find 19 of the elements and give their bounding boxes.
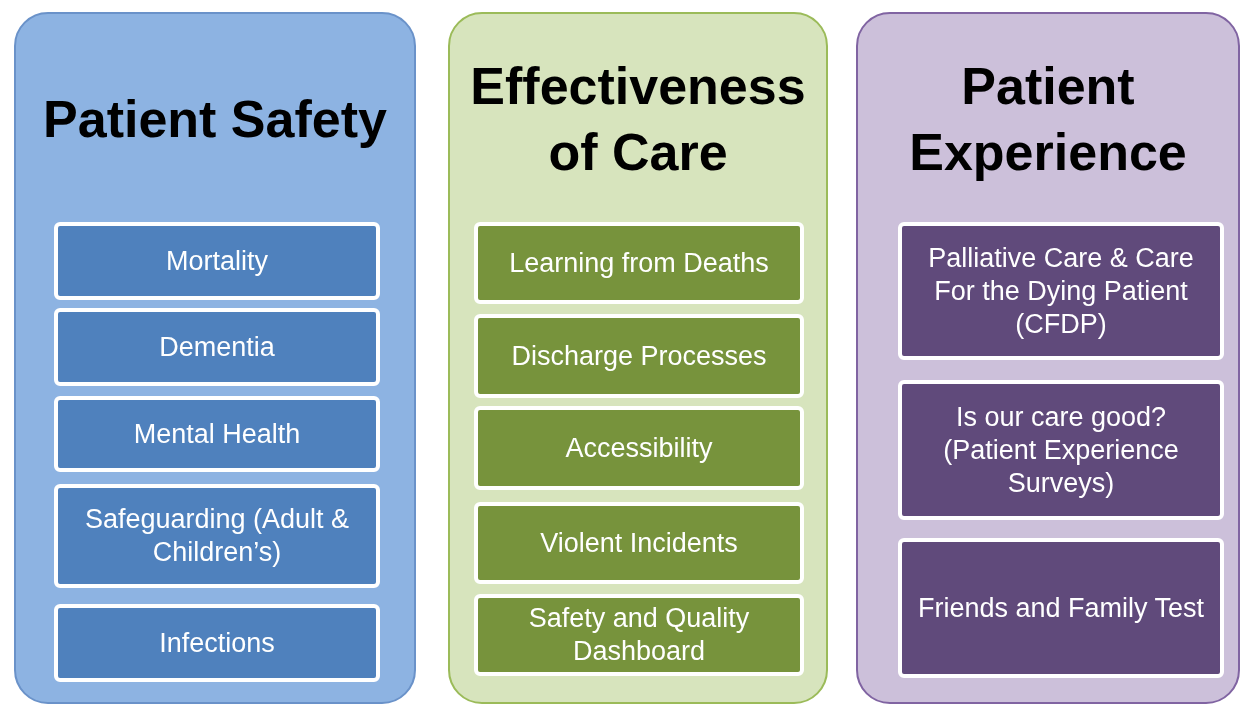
topic-box: Dementia	[54, 308, 380, 386]
topic-box: Safety and Quality Dashboard	[474, 594, 804, 676]
topic-box: Learning from Deaths	[474, 222, 804, 304]
topic-box: Mental Health	[54, 396, 380, 472]
topic-box: Mortality	[54, 222, 380, 300]
topic-box: Violent Incidents	[474, 502, 804, 584]
category-panel	[14, 12, 416, 704]
panel-title: Effectiveness of Care	[469, 56, 807, 183]
topic-box: Infections	[54, 604, 380, 682]
topic-box: Safeguarding (Adult & Children’s)	[54, 484, 380, 588]
category-panel	[856, 12, 1240, 704]
topic-box: Discharge Processes	[474, 314, 804, 398]
panel-title: Patient Safety	[43, 89, 387, 150]
panel-title: Patient Experience	[908, 56, 1188, 183]
topic-box: Is our care good? (Patient Experience Surveys)	[898, 380, 1224, 520]
topic-box: Accessibility	[474, 406, 804, 490]
topic-box: Friends and Family Test	[898, 538, 1224, 678]
category-panel	[448, 12, 828, 704]
topic-box: Palliative Care & Care For the Dying Patient (CFDP)	[898, 222, 1224, 360]
